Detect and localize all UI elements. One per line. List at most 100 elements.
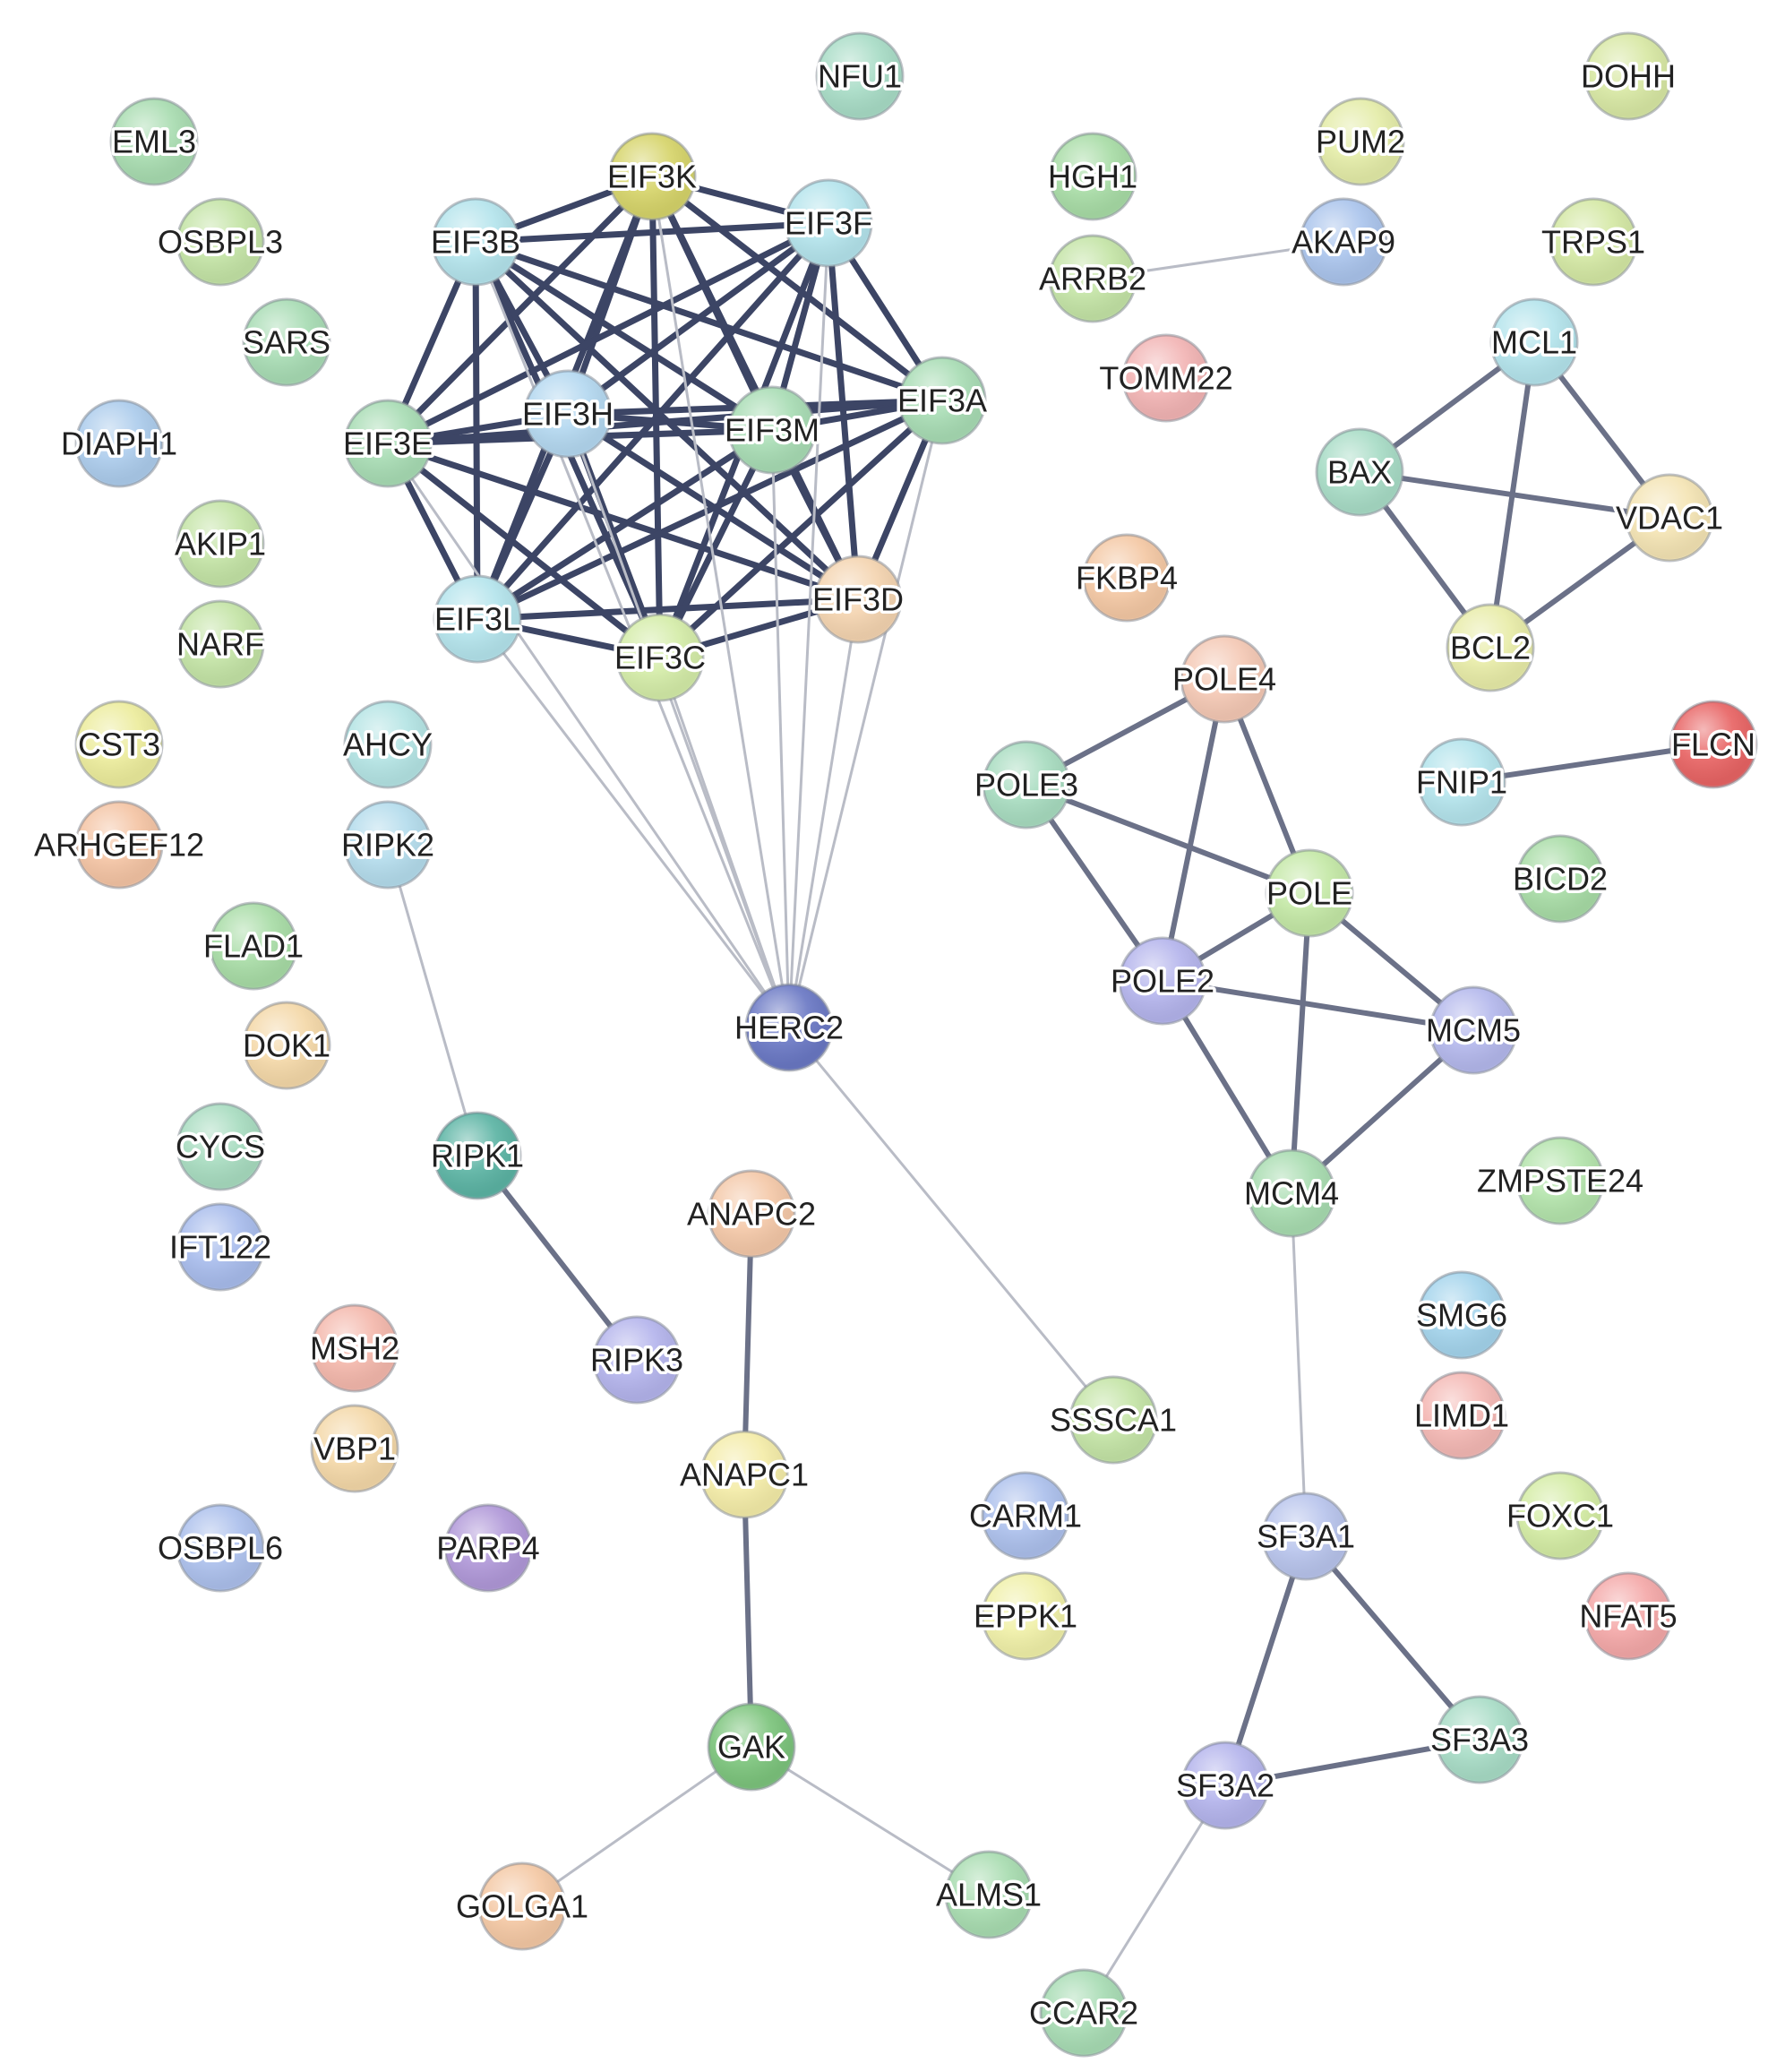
node-vbp1[interactable]: VBP1 [310,1404,399,1493]
node-flad1[interactable]: FLAD1 [200,901,307,991]
node-ccar2[interactable]: CCAR2 [1026,1968,1142,2058]
node-label: RIPK1 [431,1138,524,1174]
node-label: SSSCA1 [1050,1402,1177,1439]
node-gak[interactable]: GAK [707,1702,796,1792]
node-pole3[interactable]: POLE3 [971,740,1082,830]
node-eml3[interactable]: EML3 [108,97,200,186]
node-foxc1[interactable]: FOXC1 [1503,1471,1618,1560]
node-flcn[interactable]: FLCN [1668,700,1759,789]
node-carm1[interactable]: CARM1 [965,1471,1086,1560]
node-pum2[interactable]: PUM2 [1312,97,1409,186]
node-ripk3[interactable]: RIPK3 [587,1315,687,1405]
edge-eif3f-eif3e [384,219,832,447]
node-zmpste24[interactable]: ZMPSTE24 [1473,1136,1647,1225]
edge-anapc1-gak [742,1472,754,1750]
node-eif3a[interactable]: EIF3A [894,356,991,445]
node-shine [313,1307,396,1389]
node-eif3h[interactable]: EIF3H [519,369,617,459]
node-shine [434,201,517,283]
node-shine [1628,477,1711,559]
node-nfu1[interactable]: NFU1 [814,31,905,121]
node-pole4[interactable]: POLE4 [1169,634,1280,724]
node-shine [1043,1972,1125,2054]
node-golga1[interactable]: GOLGA1 [452,1861,592,1951]
node-bcl2[interactable]: BCL2 [1446,603,1535,692]
node-arhgef12[interactable]: ARHGEF12 [30,800,208,890]
node-sars[interactable]: SARS [239,297,334,387]
node-eif3c[interactable]: EIF3C [611,613,709,702]
node-msh2[interactable]: MSH2 [306,1303,403,1393]
node-label: ZMPSTE24 [1477,1163,1643,1199]
node-label: OSBPL6 [158,1530,283,1567]
node-vdac1[interactable]: VDAC1 [1612,473,1727,563]
node-shine [179,1105,262,1188]
edge-eif3f-eif3h [564,219,832,417]
node-sf3a2[interactable]: SF3A2 [1172,1741,1278,1830]
node-sssca1[interactable]: SSSCA1 [1046,1375,1180,1465]
node-pole[interactable]: POLE [1263,848,1356,938]
node-shine [703,1433,785,1516]
node-eif3k[interactable]: EIF3K [604,132,700,221]
node-smg6[interactable]: SMG6 [1412,1270,1511,1360]
node-eif3f[interactable]: EIF3F [781,178,876,268]
node-nfat5[interactable]: NFAT5 [1576,1571,1680,1661]
node-trps1[interactable]: TRPS1 [1538,197,1649,287]
node-label: DOHH [1581,58,1676,95]
node-anapc1[interactable]: ANAPC1 [676,1430,812,1519]
node-cst3[interactable]: CST3 [74,700,164,789]
node-limd1[interactable]: LIMD1 [1411,1371,1513,1460]
node-eif3e[interactable]: EIF3E [339,399,436,488]
node-bicd2[interactable]: BICD2 [1509,834,1611,924]
node-herc2[interactable]: HERC2 [731,983,847,1072]
node-eif3d[interactable]: EIF3D [809,555,907,644]
node-tomm22[interactable]: TOMM22 [1096,333,1236,423]
node-label: CST3 [78,726,160,763]
node-shine [731,389,813,471]
node-cycs[interactable]: CYCS [172,1102,269,1191]
node-ripk2[interactable]: RIPK2 [338,800,438,890]
node-eif3m[interactable]: EIF3M [721,385,823,475]
edge-eif3k-eif3a [648,173,946,404]
node-osbpl6[interactable]: OSBPL6 [154,1503,287,1593]
node-shine [1519,1474,1601,1557]
node-sf3a3[interactable]: SF3A3 [1427,1695,1532,1784]
node-arrb2[interactable]: ARRB2 [1035,234,1150,323]
node-akap9[interactable]: AKAP9 [1288,197,1399,287]
node-shine [179,1206,262,1288]
node-mcm4[interactable]: MCM4 [1241,1148,1343,1238]
node-pole2[interactable]: POLE2 [1107,936,1218,1026]
node-ripk1[interactable]: RIPK1 [427,1111,528,1200]
node-ift122[interactable]: IFT122 [166,1202,275,1292]
edge-eif3e-eif3d [384,440,862,603]
node-sf3a1[interactable]: SF3A1 [1253,1492,1359,1581]
node-eppk1[interactable]: EPPK1 [970,1571,1081,1661]
node-parp4[interactable]: PARP4 [433,1503,543,1593]
node-label: SARS [243,324,330,361]
node-bax[interactable]: BAX [1315,427,1404,517]
node-shine [596,1319,678,1401]
node-akip1[interactable]: AKIP1 [171,499,270,589]
node-fnip1[interactable]: FNIP1 [1412,737,1511,827]
node-shine [179,201,262,283]
node-eif3l[interactable]: EIF3L [431,574,524,664]
node-narf[interactable]: NARF [174,599,268,689]
node-mcl1[interactable]: MCL1 [1488,297,1581,387]
node-label: MSH2 [310,1330,399,1367]
node-shine [1552,201,1635,283]
node-fkbp4[interactable]: FKBP4 [1072,533,1181,623]
node-osbpl3[interactable]: OSBPL3 [154,197,287,287]
node-mcm5[interactable]: MCM5 [1423,985,1524,1075]
edge-eif3e-eif3c [384,440,664,661]
node-eif3b[interactable]: EIF3B [427,197,524,287]
node-label: FLCN [1671,726,1755,763]
node-alms1[interactable]: ALMS1 [932,1850,1045,1939]
node-anapc2[interactable]: ANAPC2 [683,1169,820,1259]
node-ahcy[interactable]: AHCY [339,700,436,789]
node-diaph1[interactable]: DIAPH1 [57,399,181,488]
node-shine [113,100,195,183]
node-label: ALMS1 [936,1877,1042,1913]
edge-eif3b-eif3a [472,238,946,404]
node-dok1[interactable]: DOK1 [239,1001,334,1090]
node-dohh[interactable]: DOHH [1578,31,1679,121]
node-hgh1[interactable]: HGH1 [1044,132,1141,221]
